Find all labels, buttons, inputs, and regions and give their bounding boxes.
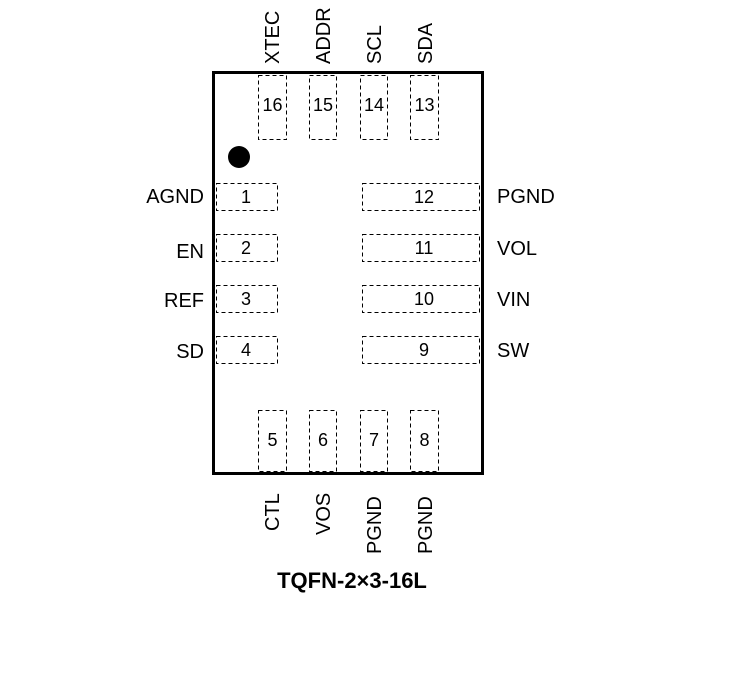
pin-name: SDA (415, 22, 437, 64)
pin-pad (410, 410, 439, 472)
pin-5: 5 CTL (258, 410, 287, 531)
pin-16: 16 XTEC (258, 11, 287, 140)
pin-14: 14 SCL (360, 25, 388, 140)
pin-number: 12 (414, 187, 434, 207)
right-pins: 12 PGND 11 VOL 10 VIN 9 SW (362, 183, 555, 364)
pin-pad (410, 75, 439, 140)
package-title: TQFN-2×3-16L (277, 568, 427, 593)
pin-name: PGND (364, 496, 386, 554)
pin-pad (360, 75, 388, 140)
pin-12: 12 PGND (362, 183, 555, 211)
pin-name: SW (497, 340, 529, 362)
pin-pad (216, 336, 278, 364)
pin-pad (309, 75, 337, 140)
pin-name: VOL (497, 238, 537, 260)
pin-pad (362, 336, 480, 364)
pin-pad (216, 285, 278, 313)
pin-pad (362, 183, 480, 211)
pin-number: 7 (369, 430, 379, 450)
pin-name: SCL (364, 25, 386, 64)
pin-name: PGND (415, 496, 437, 554)
pin-number: 14 (364, 95, 384, 115)
pin-4: 4 SD (176, 336, 278, 364)
pin-name: REF (164, 290, 204, 312)
pin-number: 3 (241, 289, 251, 309)
pin-pad (258, 410, 287, 472)
pin-name: CTL (262, 493, 284, 531)
left-pins: 1 AGND 2 EN 3 REF 4 SD (146, 183, 278, 364)
pin-name: SD (176, 341, 204, 363)
pin-number: 1 (241, 187, 251, 207)
pin-number: 6 (318, 430, 328, 450)
pin-name: PGND (497, 186, 555, 208)
pin-10: 10 VIN (362, 285, 530, 313)
pin-8: 8 PGND (410, 410, 439, 554)
pin-name: VIN (497, 289, 530, 311)
pin-pad (216, 234, 278, 262)
pin-name: ADDR (313, 7, 335, 64)
pin-number: 8 (419, 430, 429, 450)
pin-name: AGND (146, 186, 204, 208)
pin-11: 11 VOL (362, 234, 537, 262)
pin-number: 4 (241, 340, 251, 360)
pin-number: 5 (267, 430, 277, 450)
pin-3: 3 REF (164, 285, 278, 313)
bottom-pins: 5 CTL 6 VOS 7 PGND 8 PGND (258, 410, 439, 554)
pin-pad (360, 410, 388, 472)
pin-number: 9 (419, 340, 429, 360)
pin-name: EN (176, 241, 204, 263)
pin-name: XTEC (262, 11, 284, 64)
top-pins: 16 XTEC 15 ADDR 14 SCL 13 SDA (258, 7, 439, 140)
pin-number: 11 (415, 238, 434, 258)
pin-pad (216, 183, 278, 211)
pin-pad (258, 75, 287, 140)
pin-13: 13 SDA (410, 22, 439, 140)
pin-7: 7 PGND (360, 410, 388, 554)
pin-number: 15 (313, 95, 333, 115)
pin-2: 2 EN (176, 234, 278, 263)
pin-name: VOS (313, 493, 335, 535)
pin-9: 9 SW (362, 336, 529, 364)
pin-pad (362, 234, 480, 262)
pin-pad (309, 410, 337, 472)
pin-number: 13 (414, 95, 434, 115)
pin1-dot-icon (228, 146, 250, 168)
pin-1: 1 AGND (146, 183, 278, 211)
pin-pad (362, 285, 480, 313)
pin-number: 10 (414, 289, 434, 309)
pin-6: 6 VOS (309, 410, 337, 535)
package-outline (212, 71, 484, 475)
pin-number: 2 (241, 238, 251, 258)
pin-15: 15 ADDR (309, 7, 337, 140)
pin-number: 16 (262, 95, 282, 115)
